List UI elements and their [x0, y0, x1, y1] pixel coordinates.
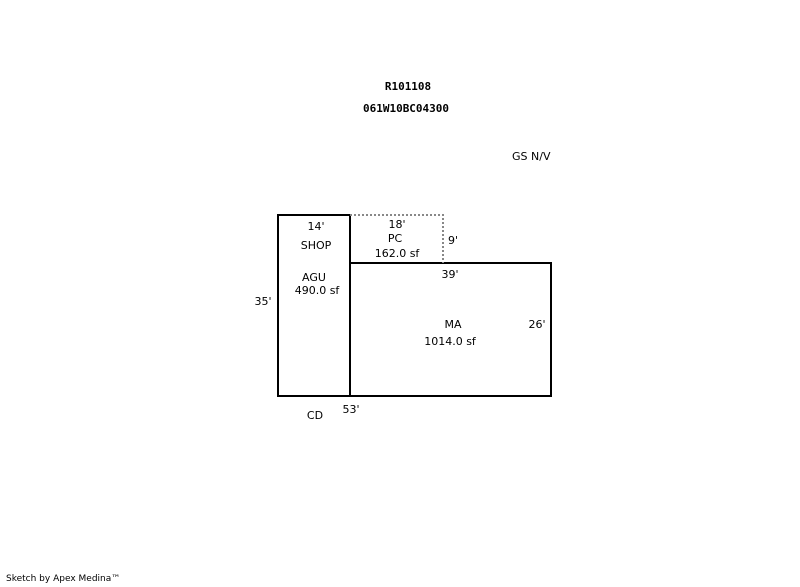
ma-area: 1014.0 sf — [424, 335, 476, 348]
agu-area: 490.0 sf — [294, 284, 340, 297]
parcel-id: 061W10BC04300 — [362, 102, 450, 115]
agu-label: AGU — [302, 271, 326, 284]
pc-right-dimension: 9' — [447, 234, 459, 247]
property-codes: GS N/V — [512, 150, 551, 163]
ma-right-dimension: 26' — [528, 318, 546, 331]
pc-dotted-outline — [350, 214, 444, 263]
cd-label: CD — [306, 409, 324, 422]
record-id: R101108 — [384, 80, 432, 93]
shop-left-dimension: 35' — [254, 295, 272, 308]
shop-label: SHOP — [300, 239, 332, 252]
shop-top-dimension: 14' — [307, 220, 325, 233]
pc-top-dimension: 18' — [388, 218, 406, 231]
ma-label: MA — [444, 318, 462, 331]
pc-area: 162.0 sf — [374, 247, 420, 260]
ma-top-dimension: 39' — [441, 268, 459, 281]
ma-outline — [349, 262, 552, 397]
sketch-credit: Sketch by Apex Medina™ — [6, 574, 121, 584]
pc-label: PC — [387, 232, 403, 245]
bottom-total-dimension: 53' — [342, 403, 360, 416]
